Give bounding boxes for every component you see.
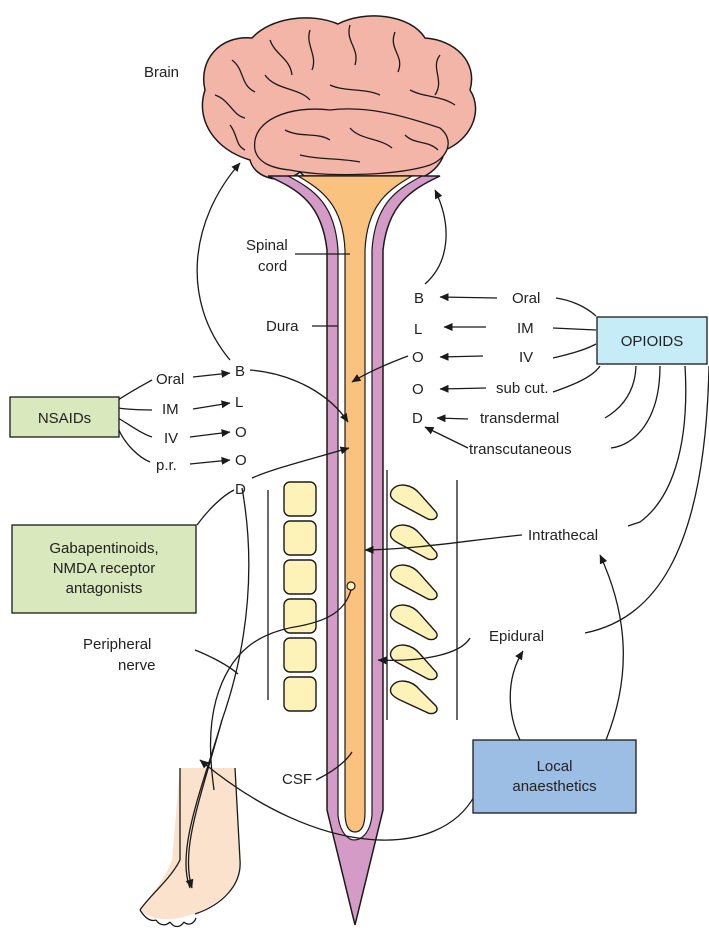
gabapentinoids-line-3: antagonists <box>66 580 143 597</box>
opioid-route-oral: Oral <box>512 290 540 307</box>
brain-label: Brain <box>144 64 179 81</box>
nsaid-letter-d: D <box>235 481 246 498</box>
nsaid-letter-l: L <box>235 394 243 411</box>
dura-label: Dura <box>266 318 299 335</box>
opioid-route-im: IM <box>517 320 534 337</box>
brain-illustration <box>202 16 475 187</box>
nsaid-route-pr: p.r. <box>156 457 177 474</box>
spinous-process <box>390 485 437 520</box>
opioid-route-subcut: sub cut. <box>496 380 549 397</box>
vertebra <box>284 560 316 594</box>
local-anaesthetics-line-1: Local <box>537 758 573 775</box>
spinous-processes <box>390 485 437 714</box>
gabapentinoids-line-1: Gabapentinoids, <box>49 540 158 557</box>
peripheral-nerve-label-1: Peripheral <box>83 636 151 653</box>
opioid-route-transdermal: transdermal <box>480 410 559 427</box>
foot-illustration <box>140 768 240 927</box>
opioids-box: OPIOIDS <box>597 317 707 364</box>
spinous-process <box>390 645 437 680</box>
nsaid-route-iv: IV <box>164 430 178 447</box>
spinous-process <box>390 525 437 560</box>
opioid-route-iv: IV <box>519 349 533 366</box>
nsaid-letter-o2: O <box>235 452 247 469</box>
spinal-cord-label-1: Spinal <box>246 237 288 254</box>
spinal-cord-label-2: cord <box>258 258 287 275</box>
nerve-ending-marker <box>347 582 355 590</box>
intrathecal-label: Intrathecal <box>528 527 598 544</box>
vertebra <box>284 521 316 555</box>
csf-label: CSF <box>282 771 312 788</box>
spinous-process <box>390 605 437 640</box>
opioid-letter-o2: O <box>412 381 424 398</box>
spinous-process <box>390 681 437 714</box>
vertebra <box>284 677 316 711</box>
epidural-label: Epidural <box>489 628 544 645</box>
vertebral-bodies <box>284 482 316 711</box>
peripheral-nerve-label-2: nerve <box>118 657 156 674</box>
vertebra <box>284 638 316 672</box>
opioid-route-transcutaneous: transcutaneous <box>469 441 572 458</box>
local-anaesthetics-line-2: anaesthetics <box>512 778 596 795</box>
local-anaesthetics-box: Local anaesthetics <box>473 740 636 813</box>
gabapentinoids-line-2: NMDA receptor <box>53 560 156 577</box>
opioid-letter-o1: O <box>412 349 424 366</box>
nsaids-box: NSAIDs <box>10 397 119 437</box>
opioid-letter-l: L <box>414 321 422 338</box>
nsaids-box-label: NSAIDs <box>38 410 91 427</box>
opioid-letter-b: B <box>414 290 424 307</box>
nsaid-route-oral: Oral <box>156 371 184 388</box>
vertebra <box>284 482 316 516</box>
nsaid-letter-b: B <box>235 363 245 380</box>
opioids-box-label: OPIOIDS <box>621 333 684 350</box>
spinous-process <box>390 565 437 600</box>
opioid-letter-d: D <box>412 410 423 427</box>
nsaid-letter-o1: O <box>235 424 247 441</box>
nsaid-route-im: IM <box>162 401 179 418</box>
gabapentinoids-box: Gabapentinoids, NMDA receptor antagonist… <box>12 525 196 613</box>
